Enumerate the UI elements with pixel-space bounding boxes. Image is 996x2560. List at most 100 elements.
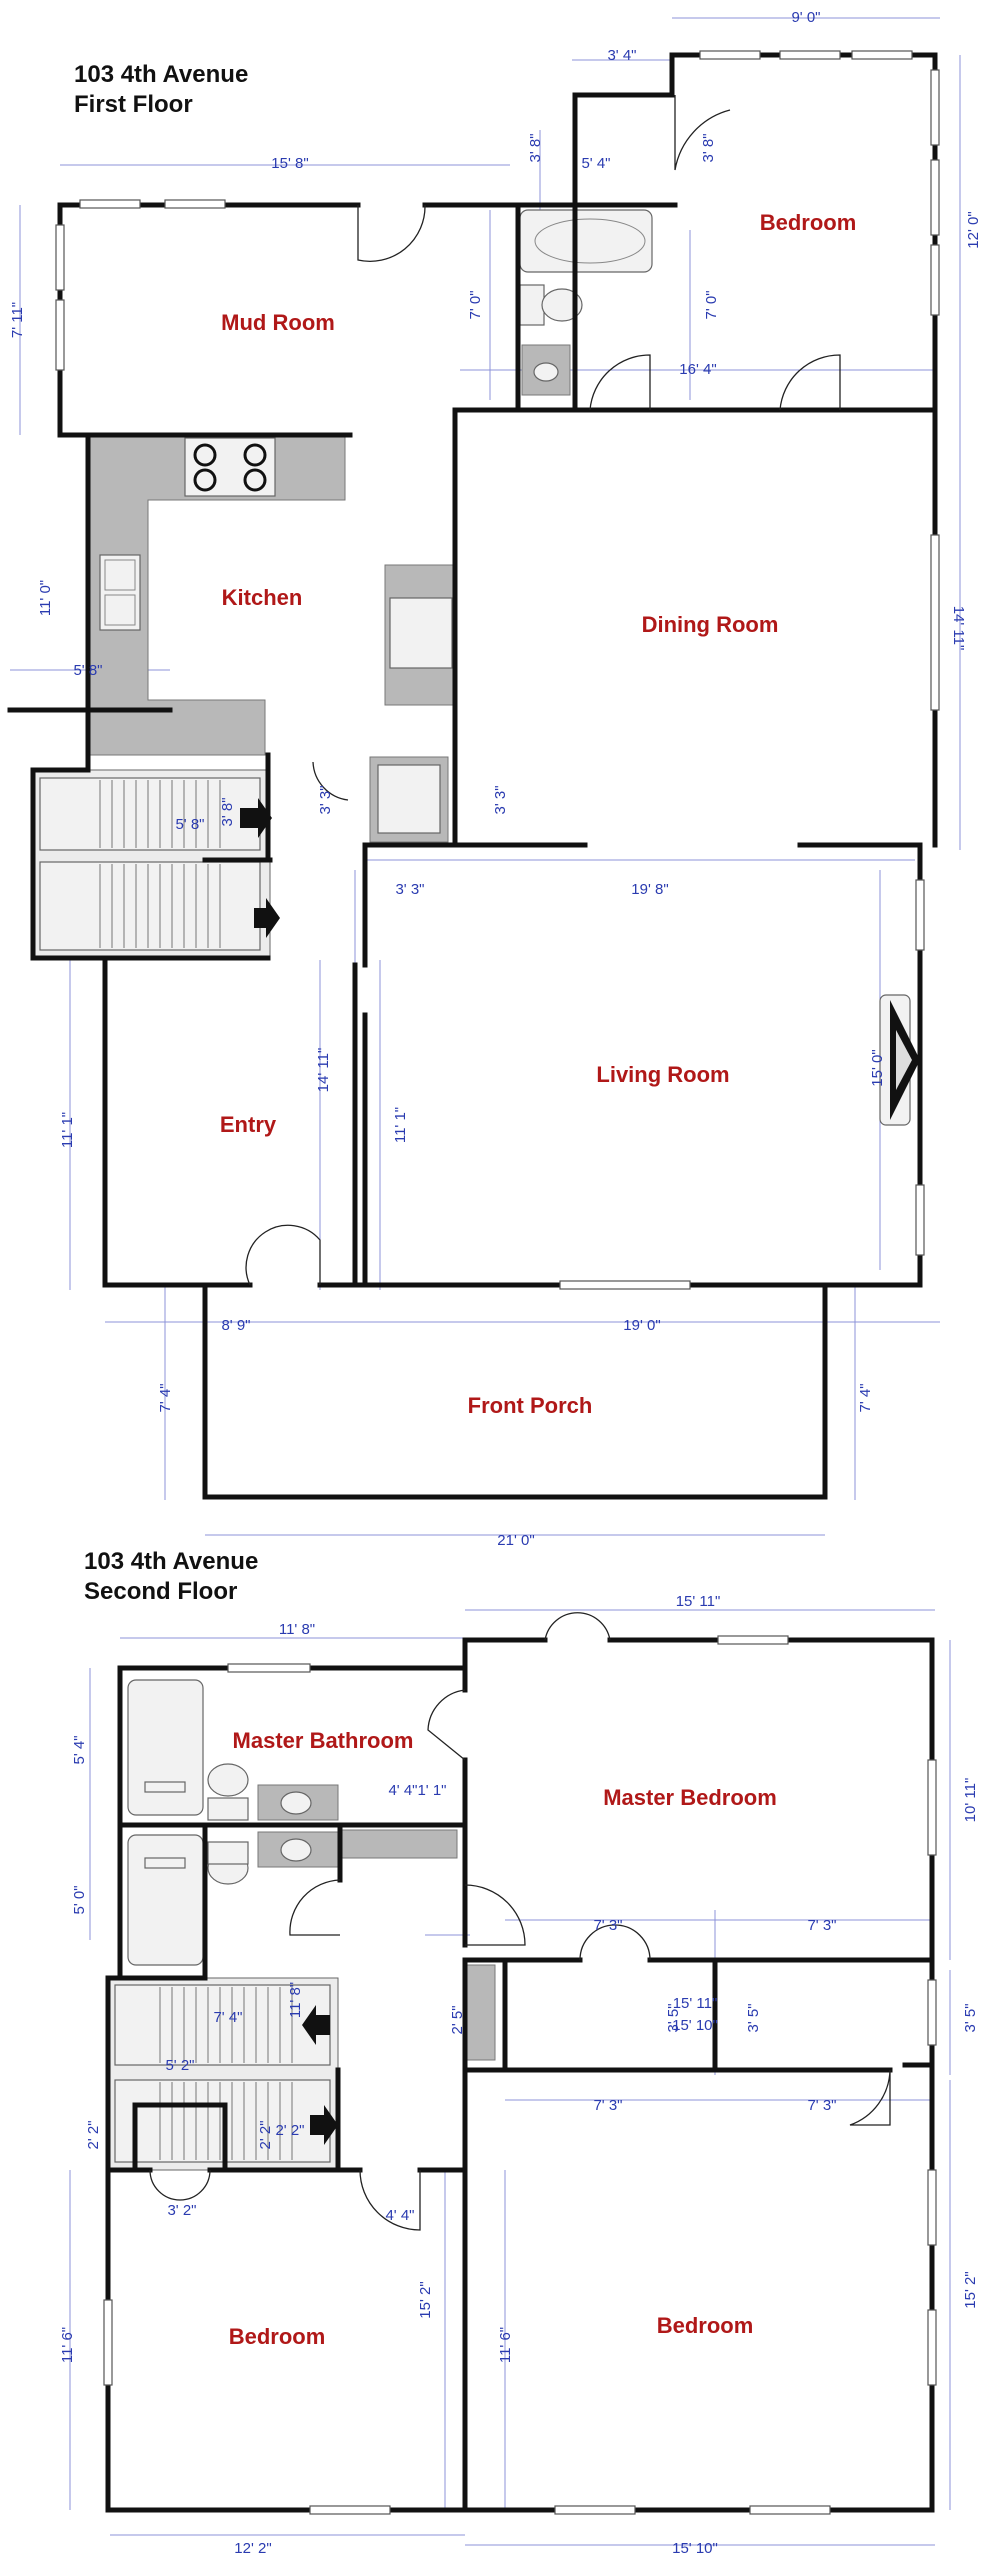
first-floor-room-labels: Bedroom Mud Room Kitchen Dining Room Ent… (220, 210, 856, 1418)
first-floor-staircase[interactable] (32, 769, 280, 959)
first-floor-bathroom-fixtures (519, 209, 653, 396)
bedroom-door-left[interactable] (359, 2169, 421, 2231)
second-floor-room-labels: Master Bathroom Master Bedroom Bedroom B… (229, 1728, 777, 2349)
dimension-label: 7' 0" (703, 290, 720, 319)
dimension-label: 19' 0" (623, 1317, 660, 1334)
bathroom-sink (533, 362, 559, 382)
closet-door-left[interactable] (149, 2169, 211, 2201)
room-label-front-porch: Front Porch (468, 1393, 593, 1418)
first-floor-stair-treads (99, 780, 221, 948)
first-floor-title-address: 103 4th Avenue (74, 61, 248, 88)
second-floor-walls (105, 1637, 935, 2513)
dimension-label: 1' 1" (417, 1782, 446, 1799)
room-label-entry: Entry (220, 1112, 277, 1137)
bathroom-door[interactable] (589, 354, 651, 411)
room-label-master-bedroom: Master Bedroom (603, 1785, 777, 1810)
dimension-label: 21' 0" (497, 1532, 534, 1549)
room-label-kitchen: Kitchen (222, 585, 303, 610)
dimension-label: 11' 8" (287, 1982, 304, 2018)
master-bathroom-door[interactable] (427, 1689, 466, 1761)
dimension-label: 5' 8" (175, 816, 204, 833)
dimension-label: 11' 1" (59, 1112, 76, 1148)
dimension-label: 7' 3" (593, 1917, 622, 1934)
hall-closet-cabinet (464, 1964, 496, 2061)
dimension-label: 3' 2" (167, 2202, 196, 2219)
first-floor-doors[interactable] (245, 95, 841, 1286)
bedroom-closet-door[interactable] (674, 95, 731, 171)
dimension-label: 3' 3" (395, 881, 424, 898)
dimension-label: 7' 3" (807, 1917, 836, 1934)
dimension-label: 2' 5" (449, 2005, 466, 2034)
master-bedroom-door[interactable] (464, 1884, 526, 1946)
stair-up-arrow-icon (310, 2105, 338, 2145)
dimension-label: 5' 2" (165, 2057, 194, 2074)
dimension-label: 5' 4" (71, 1735, 88, 1764)
second-floor-plan: 103 4th Avenue Second Floor (59, 1548, 979, 2557)
dimension-label: 5' 0" (71, 1885, 88, 1914)
pantry-door[interactable] (312, 761, 349, 801)
linen-closet-door[interactable] (579, 1924, 651, 1961)
dimension-label: 14' 11" (315, 1048, 332, 1093)
mud-room-exterior-door[interactable] (357, 204, 426, 262)
second-floor-dimension-lines (69, 1609, 951, 2546)
dimension-label: 7' 4" (213, 2009, 242, 2026)
dimension-label: 15' 10" (672, 2017, 718, 2034)
room-label-dining-room: Dining Room (642, 612, 779, 637)
second-floor-stair-treads (159, 1987, 293, 2160)
first-floor-title-level: First Floor (74, 91, 193, 118)
dimension-label: 5' 8" (73, 662, 102, 679)
dimension-label: 15' 8" (271, 155, 308, 172)
toilet-tank (207, 1841, 249, 1865)
master-bathroom-fixtures (127, 1679, 496, 2061)
dimension-label: 10' 11" (962, 1778, 979, 1823)
toilet-bowl (207, 1763, 249, 1797)
dimension-label: 11' 8" (279, 1621, 315, 1638)
dimension-label: 7' 11" (9, 302, 26, 338)
dimension-label: 11' 0" (37, 580, 54, 616)
dimension-label: 14' 11" (950, 606, 967, 651)
dimension-label: 2' 2" (85, 2120, 102, 2149)
dimension-label: 3' 3" (492, 785, 509, 814)
shower (127, 1834, 204, 1966)
dimension-label: 8' 9" (221, 1317, 250, 1334)
dimension-label: 7' 0" (467, 290, 484, 319)
dimension-label: 2' 2" (275, 2122, 304, 2139)
dimension-label: 3' 5" (745, 2003, 762, 2032)
room-label-bedroom: Bedroom (657, 2313, 754, 2338)
dimension-label: 11' 6" (497, 2327, 514, 2363)
dimension-label: 3' 5" (665, 2003, 682, 2032)
dimension-label: 3' 4" (607, 47, 636, 64)
second-floor-windows (103, 1635, 937, 2515)
dimension-label: 15' 2" (962, 2271, 979, 2308)
dimension-label: 9' 0" (791, 9, 820, 26)
bedroom-door[interactable] (779, 354, 841, 411)
dimension-label: 7' 3" (807, 2097, 836, 2114)
dimension-label: 3' 5" (962, 2003, 979, 2032)
dimension-label: 15' 11" (676, 1593, 721, 1610)
dimension-label: 19' 8" (631, 881, 668, 898)
refrigerator (389, 597, 453, 669)
bathroom-sink (280, 1791, 312, 1815)
dimension-label: 3' 3" (317, 785, 334, 814)
stair-up-arrow-icon (240, 798, 272, 838)
bathtub (127, 1679, 204, 1816)
dimension-label: 12' 0" (965, 211, 982, 248)
second-floor-doors[interactable] (149, 1612, 891, 2231)
dimension-label: 15' 0" (869, 1049, 886, 1086)
front-entry-door[interactable] (245, 1224, 321, 1286)
bathroom-door[interactable] (289, 1879, 341, 1936)
room-label-master-bathroom: Master Bathroom (233, 1728, 414, 1753)
first-floor-dimension-labels: 9' 0" 3' 4" 3' 8" 3' 8" 5' 4" 12' 0" 15'… (9, 9, 982, 1549)
dimension-label: 15' 11" (673, 1995, 718, 2012)
second-floor-dimension-labels: 15' 11" 11' 8" 5' 4" 5' 0" 4' 4" 1' 1" 1… (59, 1593, 979, 2557)
dimension-label: 2' 2" (257, 2120, 274, 2149)
second-floor-title-address: 103 4th Avenue (84, 1548, 258, 1575)
toilet-bowl (541, 288, 583, 322)
kitchen-counters (87, 434, 458, 843)
dimension-label: 4' 4" (385, 2207, 414, 2224)
master-bedroom-closet-door[interactable] (544, 1612, 611, 1641)
first-floor-windows (55, 50, 940, 1290)
bedroom-door-right[interactable] (849, 2069, 891, 2126)
dimension-label: 7' 4" (857, 1383, 874, 1412)
